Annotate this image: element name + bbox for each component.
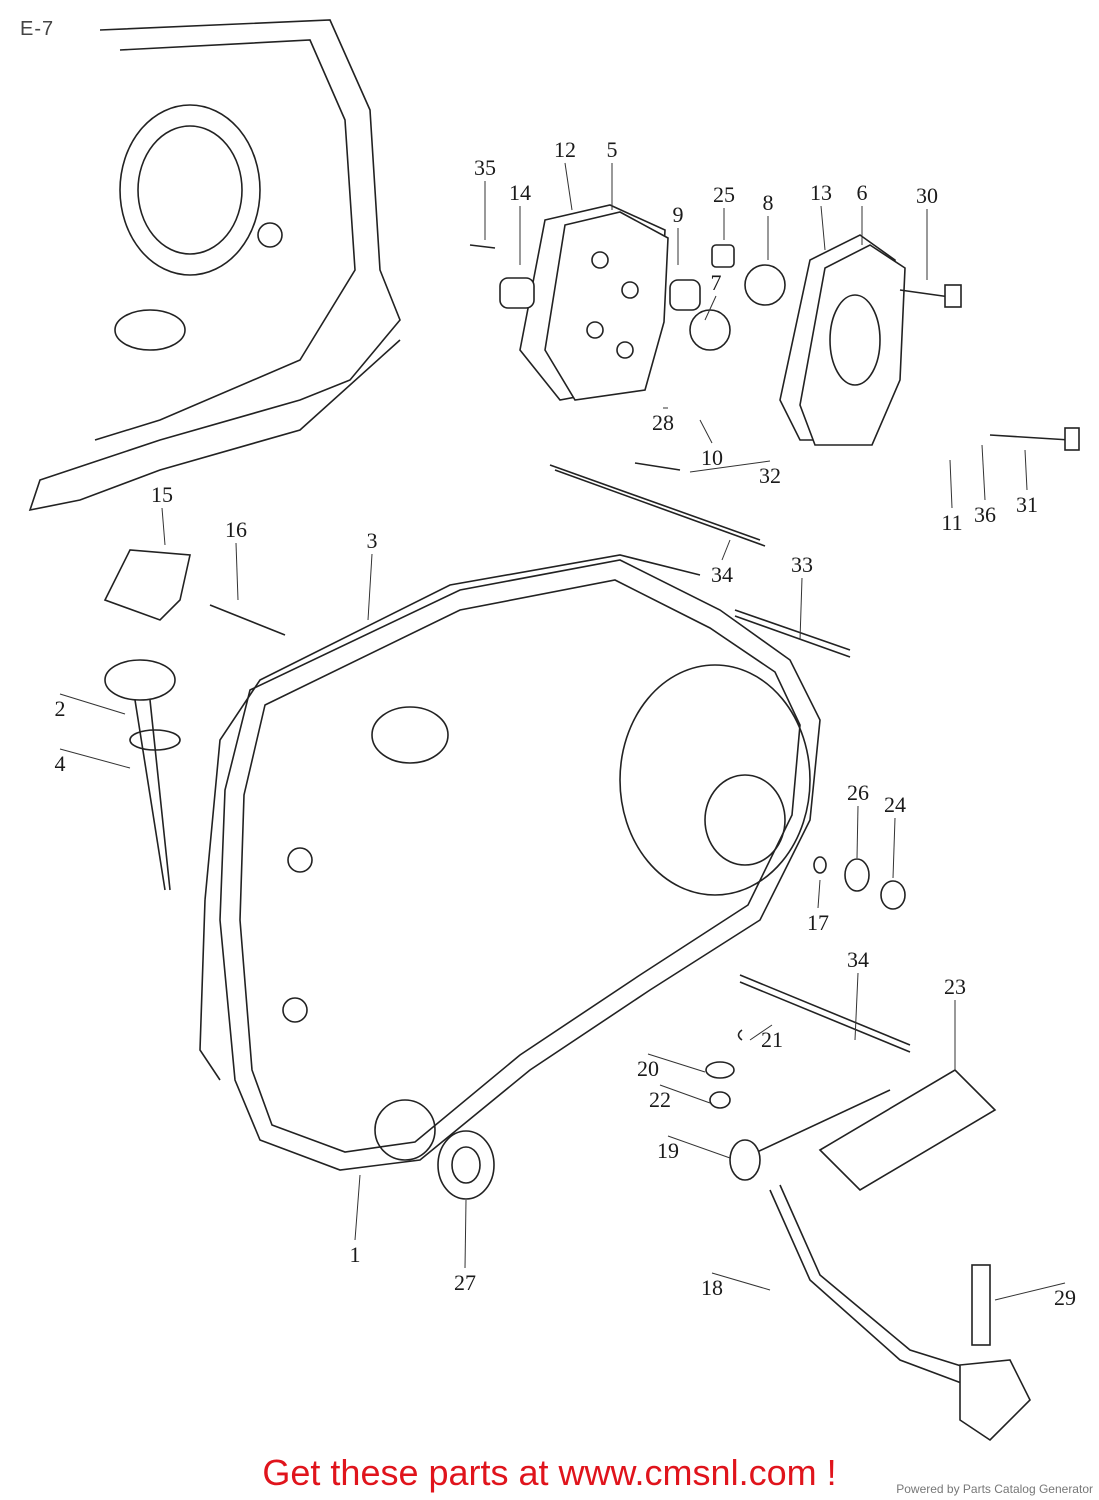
leader-line-32 bbox=[689, 460, 771, 473]
part-label-32: 32 bbox=[759, 463, 781, 488]
part-label-30: 30 bbox=[916, 183, 938, 208]
part-label-28: 28 bbox=[652, 410, 674, 435]
part-label-19: 19 bbox=[657, 1138, 679, 1163]
part-label-13: 13 bbox=[810, 180, 832, 205]
part-label-22: 22 bbox=[649, 1087, 671, 1112]
leader-line-31 bbox=[1024, 449, 1028, 491]
footer-credit: Powered by Parts Catalog Generator bbox=[896, 1482, 1093, 1496]
part-label-33: 33 bbox=[791, 552, 813, 577]
part-label-20: 20 bbox=[637, 1056, 659, 1081]
leader-line-3 bbox=[367, 553, 373, 621]
part-label-15: 15 bbox=[151, 482, 173, 507]
washer-26 bbox=[844, 858, 870, 892]
part-label-29: 29 bbox=[1054, 1285, 1076, 1310]
crankcase-outline bbox=[28, 19, 401, 512]
o-ring-17 bbox=[813, 856, 827, 874]
part-label-3: 3 bbox=[367, 528, 378, 553]
cta-link[interactable]: Get these parts at www.cmsnl.com ! bbox=[262, 1452, 837, 1493]
pump-gears bbox=[499, 244, 786, 351]
oil-seal-27 bbox=[437, 1130, 495, 1200]
part-label-24: 24 bbox=[884, 792, 906, 817]
part-label-31: 31 bbox=[1016, 492, 1038, 517]
bolts bbox=[469, 244, 1080, 1346]
part-label-34-b: 34 bbox=[847, 947, 869, 972]
leader-line-36 bbox=[981, 444, 986, 501]
leader-line-21 bbox=[749, 1024, 773, 1041]
part-label-17: 17 bbox=[807, 910, 829, 935]
leader-line-24 bbox=[892, 817, 896, 879]
leader-line-33 bbox=[799, 577, 803, 641]
part-label-23: 23 bbox=[944, 974, 966, 999]
part-label-16: 16 bbox=[225, 517, 247, 542]
leader-line-19 bbox=[667, 1135, 731, 1159]
kick-starter bbox=[705, 1029, 1031, 1442]
leader-line-26 bbox=[856, 805, 859, 859]
leader-line-34-b bbox=[854, 972, 859, 1041]
part-label-10: 10 bbox=[701, 445, 723, 470]
oil-filler-cap bbox=[104, 659, 181, 891]
part-label-18: 18 bbox=[701, 1275, 723, 1300]
leader-line-27 bbox=[464, 1199, 467, 1269]
part-label-6: 6 bbox=[857, 180, 868, 205]
part-label-11: 11 bbox=[941, 510, 962, 535]
part-label-4: 4 bbox=[55, 751, 66, 776]
leader-line-13 bbox=[820, 205, 826, 251]
right-crankcase-cover bbox=[219, 559, 821, 1171]
plate-15 bbox=[103, 549, 191, 621]
leader-line-29 bbox=[994, 1282, 1066, 1301]
leader-line-16 bbox=[235, 542, 239, 601]
leader-line-15 bbox=[161, 507, 166, 546]
part-label-34: 34 bbox=[711, 562, 733, 587]
stud-16 bbox=[209, 604, 286, 636]
part-label-2: 2 bbox=[55, 696, 66, 721]
part-label-27: 27 bbox=[454, 1270, 476, 1295]
part-label-7: 7 bbox=[711, 270, 722, 295]
leader-line-7 bbox=[704, 295, 717, 321]
leader-line-17 bbox=[817, 879, 821, 909]
nut-24 bbox=[880, 880, 906, 910]
leader-line-1 bbox=[354, 1174, 361, 1241]
part-label-14: 14 bbox=[509, 180, 531, 205]
part-label-8: 8 bbox=[763, 190, 774, 215]
part-label-26: 26 bbox=[847, 780, 869, 805]
leader-line-34 bbox=[721, 539, 731, 561]
oil-pump-cover bbox=[779, 234, 906, 446]
part-label-1: 1 bbox=[350, 1242, 361, 1267]
leader-line-11 bbox=[949, 459, 953, 509]
part-label-35: 35 bbox=[474, 155, 496, 180]
oil-pump-body bbox=[519, 204, 669, 401]
part-label-25: 25 bbox=[713, 182, 735, 207]
leader-line-22 bbox=[659, 1084, 711, 1104]
part-label-21: 21 bbox=[761, 1027, 783, 1052]
leader-line-2 bbox=[59, 693, 126, 715]
leader-line-18 bbox=[711, 1272, 771, 1291]
part-label-5: 5 bbox=[607, 137, 618, 162]
part-label-36: 36 bbox=[974, 502, 996, 527]
exploded-view-drawing: 1234567891011121314151617181920212223242… bbox=[28, 19, 1080, 1442]
leader-line-20 bbox=[647, 1053, 706, 1073]
leader-line-12 bbox=[564, 162, 573, 211]
diagram-code: E-7 bbox=[20, 18, 55, 40]
leader-line-4 bbox=[59, 748, 131, 769]
part-number-labels: 1234567891011121314151617181920212223242… bbox=[55, 137, 1077, 1310]
part-label-9: 9 bbox=[673, 202, 684, 227]
leader-line-10 bbox=[699, 419, 713, 444]
part-label-12: 12 bbox=[554, 137, 576, 162]
cover-gasket bbox=[199, 554, 701, 1081]
